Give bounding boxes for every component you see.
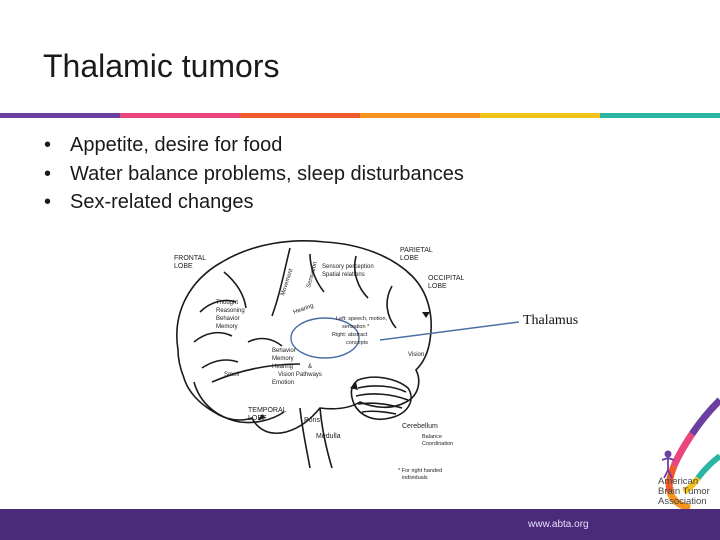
thalamus-label: Thalamus <box>523 313 579 328</box>
footer-url[interactable]: www.abta.org <box>528 519 589 530</box>
footer-bar <box>0 509 720 540</box>
logo-line: American <box>658 476 699 487</box>
title-rule <box>0 113 720 118</box>
label-temporal: LOBE <box>248 415 267 422</box>
label-vision: Vision <box>408 352 424 358</box>
label-left-speech: Left: speech, motion, <box>336 316 388 322</box>
label-coordination: Coordination <box>422 441 453 447</box>
bullet-list: •Appetite, desire for food •Water balanc… <box>44 131 464 217</box>
label-thought: Thought <box>216 300 238 306</box>
cerebellum <box>350 376 412 420</box>
figure-head-icon <box>664 450 672 458</box>
abta-logo-text: American Brain Tumor Association <box>658 477 710 507</box>
slide-title: Thalamic tumors <box>43 48 280 84</box>
brain-diagram: FRONTAL LOBE PARIETAL LOBE OCCIPITAL LOB… <box>174 240 465 481</box>
label-emotion: Emotion <box>272 380 294 386</box>
gyri-lines <box>193 253 397 369</box>
abta-ribbon-logo <box>661 397 720 511</box>
cerebellum-folds <box>355 385 409 415</box>
label-occipital: OCCIPITAL <box>428 275 465 282</box>
bullet-text: Water balance problems, sleep disturbanc… <box>70 162 464 185</box>
bullet-text: Sex-related changes <box>70 191 254 213</box>
bullet-text: Appetite, desire for food <box>70 134 283 156</box>
lateral-fissure <box>211 363 301 383</box>
label-hearing-2: Hearing <box>272 364 293 370</box>
central-sulcus <box>271 247 291 317</box>
bullet-item: •Appetite, desire for food <box>44 134 283 156</box>
label-vision-pathways: Vision Pathways <box>278 372 322 378</box>
label-temporal: TEMPORAL <box>248 407 287 414</box>
label-behavior: Behavior <box>216 316 240 322</box>
label-sensation-star: sensation * <box>342 324 370 330</box>
label-medulla: Medulla <box>316 433 341 440</box>
label-memory: Memory <box>216 324 238 330</box>
arrow <box>350 382 358 390</box>
rule-segment <box>240 113 360 118</box>
arrow <box>258 414 266 420</box>
brainstem <box>299 407 333 469</box>
label-smell: Smell <box>224 372 239 378</box>
label-parietal: LOBE <box>400 255 419 262</box>
label-occipital: LOBE <box>428 283 447 290</box>
label-amp: & <box>308 364 312 370</box>
thalamus-region <box>290 317 360 359</box>
label-memory-2: Memory <box>272 356 294 362</box>
rule-segment <box>120 113 240 118</box>
rule-segment <box>600 113 720 118</box>
bullet-item: •Sex-related changes <box>44 191 254 213</box>
label-balance: Balance <box>422 434 442 440</box>
label-frontal: LOBE <box>174 263 193 270</box>
label-footnote: individuals <box>402 475 428 481</box>
label-spatial-relations: Spatial relations <box>322 272 365 278</box>
label-concepts: concepts <box>346 340 368 346</box>
arrow <box>422 312 430 318</box>
label-reasoning: Reasoning <box>216 308 245 314</box>
label-cerebellum: Cerebellum <box>402 423 438 430</box>
logo-line: Association <box>658 496 707 507</box>
rule-segment <box>360 113 480 118</box>
label-frontal: FRONTAL <box>174 255 206 262</box>
label-right-abstract: Right: abstract <box>332 332 368 338</box>
label-parietal: PARIETAL <box>400 247 433 254</box>
rule-segment <box>0 113 120 118</box>
label-footnote: * For right handed <box>398 468 442 474</box>
label-pons: Pons <box>304 417 320 424</box>
label-sensory-perception: Sensory perception <box>322 264 374 270</box>
temporal-lobe <box>193 381 285 424</box>
logo-line: Brain Tumor <box>658 486 710 497</box>
figure-body-icon <box>661 457 675 479</box>
rule-segment <box>480 113 600 118</box>
label-behavior-2: Behavior <box>272 348 296 354</box>
bullet-item: •Water balance problems, sleep disturban… <box>44 162 464 185</box>
